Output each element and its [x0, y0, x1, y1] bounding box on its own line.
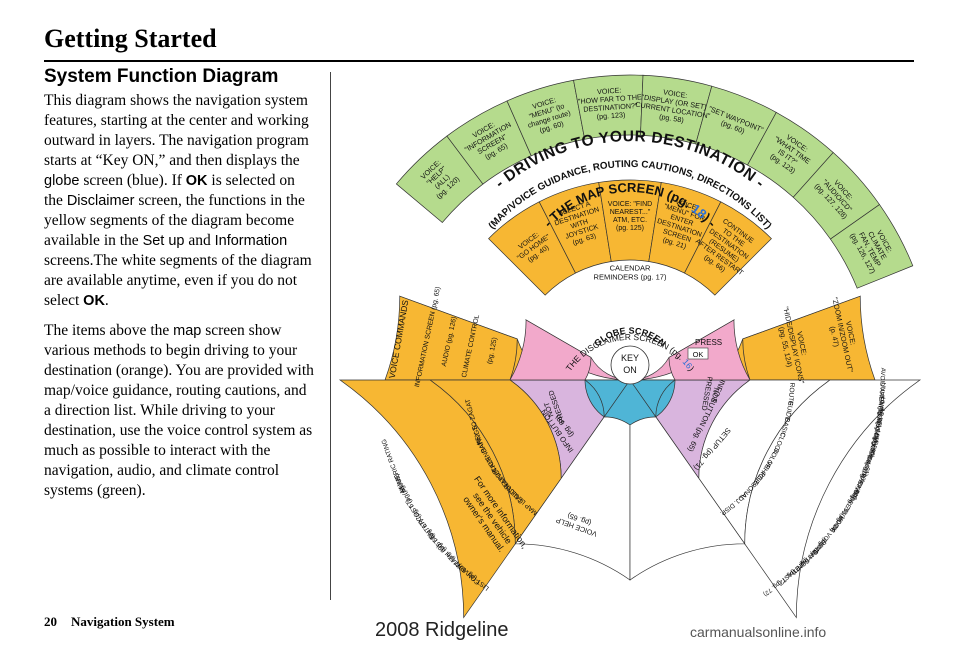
right-setup-item: ROUTE	[786, 382, 795, 406]
title-rule	[44, 60, 914, 62]
watermark-model: 2008 Ridgeline	[375, 619, 509, 641]
diagram-rings	[338, 74, 922, 619]
intro-paragraph-1: This diagram shows the navigation system…	[44, 92, 312, 309]
setup-sub-right-outer	[744, 379, 922, 619]
intro-paragraph-2: The items above the map screen show vari…	[44, 322, 314, 499]
page-title: Getting Started	[44, 24, 217, 53]
ok-box	[687, 347, 709, 360]
intro-column: System Function Diagram This diagram sho…	[44, 66, 316, 511]
press-label: PRESS	[695, 338, 722, 347]
voice-help-segment	[514, 416, 631, 581]
voice-segment	[395, 135, 484, 224]
destination-method-segment	[648, 182, 722, 274]
voice-segment	[506, 79, 586, 157]
setup-lower	[629, 416, 746, 581]
footer-label: Navigation System	[71, 614, 175, 629]
voice-segment-label: VOICE:"HOW FAR TO THEDESTINATION?"(pg. 1…	[577, 84, 644, 122]
key-on-circle	[610, 345, 650, 385]
voice-segment	[446, 100, 532, 185]
key-on-line2: ON	[623, 365, 637, 375]
info-sub-left-outer	[338, 379, 516, 619]
destination-method-segment	[488, 201, 576, 296]
voice-segment	[792, 152, 880, 240]
page-footer: 20 Navigation System	[44, 614, 175, 630]
ok-label: OK	[693, 350, 704, 359]
disclaimer-right	[668, 319, 751, 381]
section-heading: System Function Diagram	[44, 66, 279, 87]
destination-method-segment	[538, 182, 612, 274]
key-on-line1: KEY	[621, 353, 639, 363]
watermark-site: carmanualsonline.info	[690, 624, 827, 640]
voice-segment-label: VOICE:"INFORMATIONSCREEN"(pg. 65)	[459, 113, 521, 169]
page-number: 20	[44, 614, 57, 629]
voice-segment	[573, 74, 644, 140]
voice-segment	[829, 204, 914, 289]
disclaimer-left	[509, 319, 592, 381]
right-setup-item: GUIDE	[783, 400, 794, 422]
globe-left	[583, 379, 631, 418]
column-divider	[330, 72, 331, 600]
destination-method-segment	[598, 179, 662, 262]
destination-method-segment	[684, 201, 772, 296]
right-setup-item2: AVOID AREA (pg. 85)	[875, 368, 886, 428]
voice-segment	[640, 74, 713, 145]
voice-segment	[695, 85, 777, 166]
voice-commands-band	[384, 295, 518, 381]
